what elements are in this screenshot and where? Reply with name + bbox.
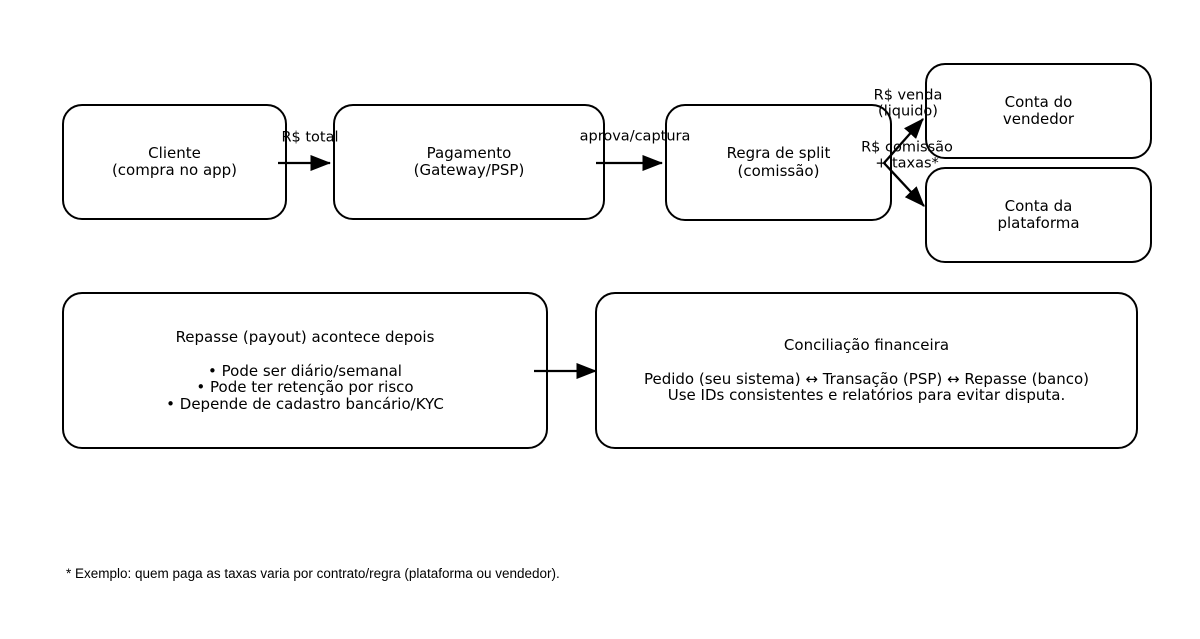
edge-label-comissao-line2: + taxas* <box>875 155 939 171</box>
node-conciliacao: Conciliação financeira Pedido (seu siste… <box>595 292 1138 449</box>
edge-label-venda-line2: (liquido) <box>878 103 938 119</box>
node-conta-plataforma-line1: Conta da <box>1004 196 1073 215</box>
edge-label-aprova-captura: aprova/captura <box>579 128 691 145</box>
node-regra-split: Regra de split (comissão) <box>665 104 892 221</box>
node-conciliacao-line1: Pedido (seu sistema) ↔ Transação (PSP) ↔… <box>643 369 1090 388</box>
node-cliente-line2: (compra no app) <box>111 161 238 179</box>
edge-label-total: R$ total <box>281 129 339 146</box>
node-conta-vendedor-line2: vendedor <box>1002 110 1075 128</box>
node-conta-plataforma-line2: plataforma <box>997 214 1080 232</box>
edge-label-venda: R$ venda (liquido) <box>873 87 943 120</box>
footnote: * Exemplo: quem paga as taxas varia por … <box>66 566 560 581</box>
node-cliente-line1: Cliente <box>148 143 201 162</box>
edge-label-comissao-line1: R$ comissão <box>861 139 953 156</box>
node-conciliacao-line2: Use IDs consistentes e relatórios para e… <box>667 386 1066 405</box>
edge-label-comissao: R$ comissão + taxas* <box>861 139 953 172</box>
repasse-bullet-1: • Pode ser diário/semanal <box>208 361 402 380</box>
node-conta-vendedor-line1: Conta do <box>1004 92 1073 111</box>
node-regra-split-line1: Regra de split <box>726 144 831 162</box>
node-repasse-title: Repasse (payout) acontece depois <box>175 328 435 346</box>
node-cliente: Cliente (compra no app) <box>62 104 287 220</box>
node-pagamento: Pagamento (Gateway/PSP) <box>333 104 605 220</box>
node-conta-vendedor: Conta do vendedor <box>925 63 1152 159</box>
repasse-bullet-3: • Depende de cadastro bancário/KYC <box>166 394 444 413</box>
node-conta-plataforma: Conta da plataforma <box>925 167 1152 263</box>
node-regra-split-line2: (comissão) <box>737 161 820 180</box>
node-pagamento-line1: Pagamento <box>426 143 512 162</box>
edge-label-venda-line1: R$ venda <box>873 87 943 104</box>
node-conciliacao-title: Conciliação financeira <box>783 336 950 355</box>
node-repasse: Repasse (payout) acontece depois • Pode … <box>62 292 548 449</box>
repasse-bullet-2: • Pode ter retenção por risco <box>196 378 414 396</box>
node-pagamento-line2: (Gateway/PSP) <box>413 161 525 179</box>
